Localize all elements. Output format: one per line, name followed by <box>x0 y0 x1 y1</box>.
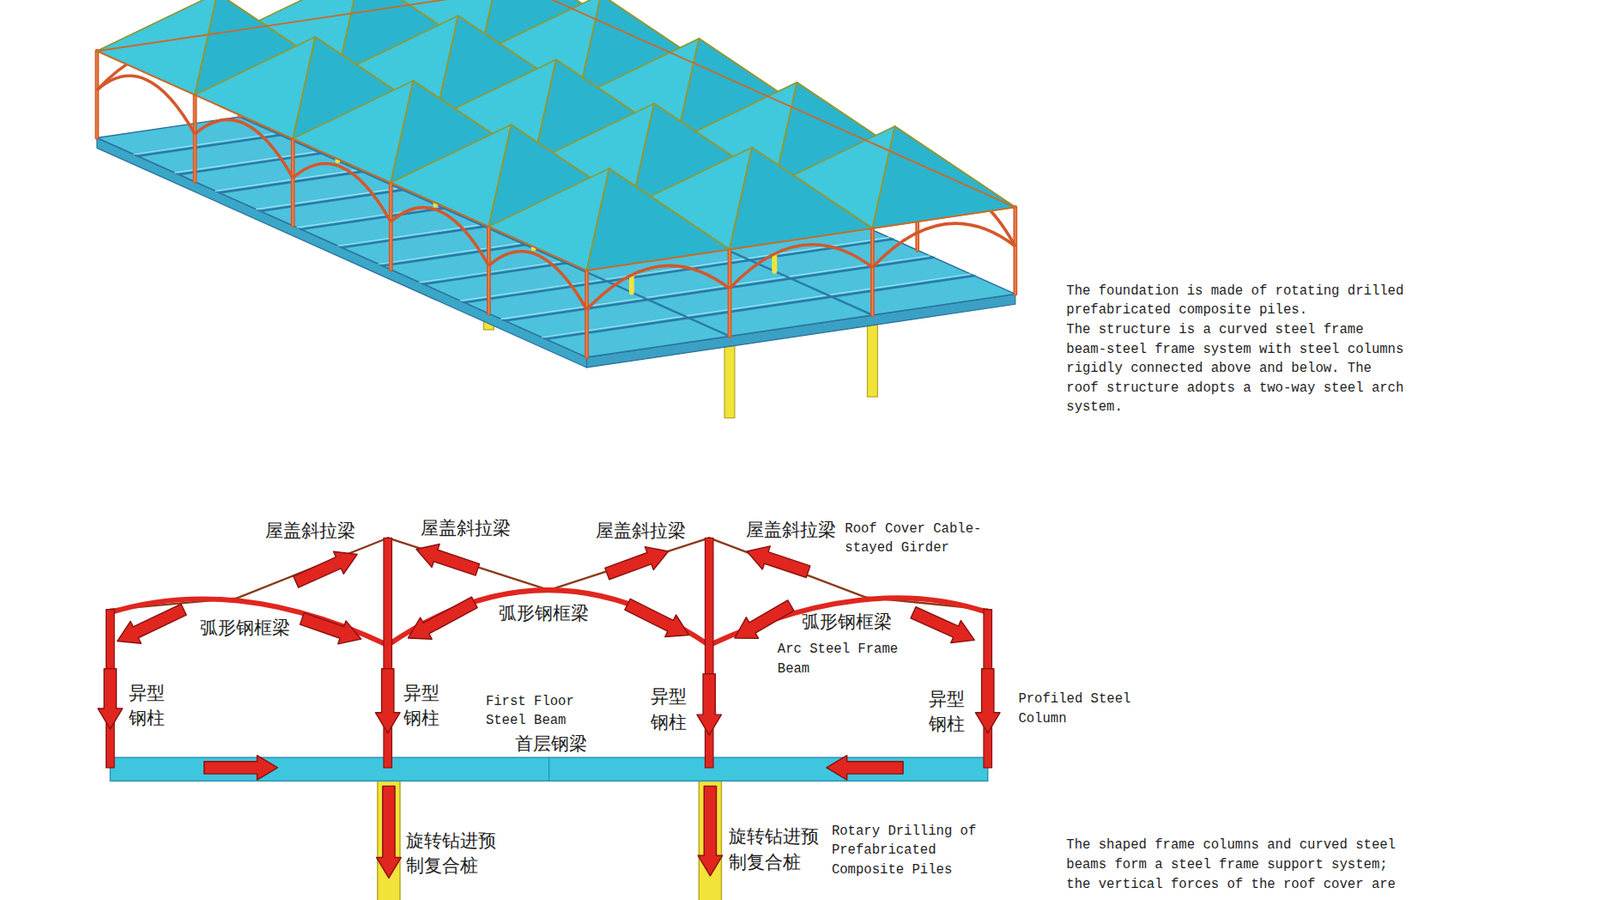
member-label: 异型钢柱 <box>650 684 688 735</box>
member-label-en: Roof Cover Cable- stayed Girder <box>844 519 987 558</box>
member-label: 旋转钻进预制复合桩 <box>406 828 497 879</box>
steel-column-3d <box>388 182 394 270</box>
pile-3d <box>724 338 735 419</box>
cable-stayed-girder <box>236 537 388 598</box>
force-arrow <box>826 755 904 781</box>
member-label: 异型钢柱 <box>403 680 441 732</box>
steel-column-3d <box>290 139 296 226</box>
member-label-en: Rotary Drilling of Prefabricated Composi… <box>831 821 982 880</box>
roof-rib <box>895 126 1016 207</box>
member-label: 首层钢梁 <box>515 731 588 757</box>
steel-column-highlight <box>872 228 873 316</box>
steel-column-highlight <box>1014 206 1016 294</box>
steel-column-3d <box>486 226 491 314</box>
force-arrow <box>734 600 794 639</box>
arc-steel-beam <box>109 598 388 645</box>
steel-column-highlight <box>586 270 588 358</box>
force-arrow <box>293 551 358 588</box>
force-arrow <box>375 668 400 734</box>
cable-stayed-girder <box>387 537 550 590</box>
steel-column-3d <box>1012 206 1018 294</box>
cable-stayed-girder <box>549 537 710 590</box>
roof-rib <box>292 36 316 140</box>
member-label: 旋转钻进预制复合桩 <box>728 824 820 875</box>
steel-column-highlight <box>390 182 392 270</box>
note-paragraph: The shaped frame columns and curved stee… <box>1066 835 1410 894</box>
steel-column-highlight <box>488 226 490 314</box>
note-paragraph: The foundation is made of rotating drill… <box>1066 281 1410 321</box>
roof-rib <box>729 147 752 250</box>
arc-steel-beam <box>387 589 710 645</box>
force-arrow <box>975 668 1000 734</box>
member-label: 屋盖斜拉梁 <box>595 518 686 544</box>
force-arrow <box>204 755 279 781</box>
roof-rib <box>751 147 873 229</box>
roof-eave <box>96 0 1016 271</box>
roof-rib <box>609 168 730 249</box>
member-label-en: Arc Steel Frame Beam <box>777 639 907 679</box>
cable-stayed-girder <box>709 537 866 597</box>
member-label: 屋盖斜拉梁 <box>265 518 356 544</box>
beam-joint <box>548 757 550 781</box>
force-arrow <box>746 545 811 578</box>
floor-beam <box>545 275 975 340</box>
roof-rib <box>488 124 511 227</box>
steel-column-highlight <box>291 139 293 226</box>
force-arrow <box>97 668 123 729</box>
roof-rib <box>872 126 895 229</box>
steel-column-highlight <box>96 50 97 138</box>
member-label-en: Profiled Steel Column <box>1018 689 1139 728</box>
steel-column-3d <box>193 95 198 182</box>
member-label: 屋盖斜拉梁 <box>420 515 511 541</box>
force-arrow <box>624 598 690 637</box>
member-label: 屋盖斜拉梁 <box>745 517 837 543</box>
roof-panel <box>587 168 730 271</box>
member-label: 异型钢柱 <box>128 680 166 732</box>
member-label: 弧形钢框梁 <box>200 615 291 641</box>
force-arrow <box>300 612 362 644</box>
interior-post <box>771 254 777 272</box>
force-arrow <box>376 785 402 878</box>
steel-column-3d <box>95 50 100 138</box>
force-arrow <box>117 603 187 643</box>
force-arrow <box>697 785 723 876</box>
roof-panel <box>872 126 1015 229</box>
force-arrow <box>408 596 479 639</box>
member-label: 异型钢柱 <box>928 686 966 738</box>
note-paragraph: The structure is a curved steel frame be… <box>1066 320 1410 418</box>
member-label: 弧形钢框梁 <box>801 609 892 635</box>
roof-panel <box>729 147 873 250</box>
arc-steel-beam <box>709 597 988 645</box>
steel-column-highlight <box>728 248 730 336</box>
force-arrow <box>910 606 975 643</box>
pile-3d <box>866 316 878 397</box>
force-arrow <box>696 673 722 735</box>
drawing-group <box>96 0 1016 900</box>
roof-rib <box>390 80 413 183</box>
roof-rib <box>587 168 610 271</box>
steel-column-highlight <box>193 95 195 182</box>
force-arrow <box>605 546 669 580</box>
roof-rib <box>194 0 218 96</box>
member-label-en: First Floor Steel Beam <box>485 691 582 731</box>
steel-arch-3d <box>729 244 873 289</box>
steel-column-3d <box>727 248 733 336</box>
member-label: 弧形钢框梁 <box>498 600 589 626</box>
force-arrow <box>416 543 480 576</box>
steel-arch-3d <box>587 265 730 310</box>
steel-column-3d <box>870 228 875 316</box>
steel-column-3d <box>584 270 589 358</box>
interior-post <box>629 275 635 292</box>
steel-arch-3d <box>872 223 1015 267</box>
